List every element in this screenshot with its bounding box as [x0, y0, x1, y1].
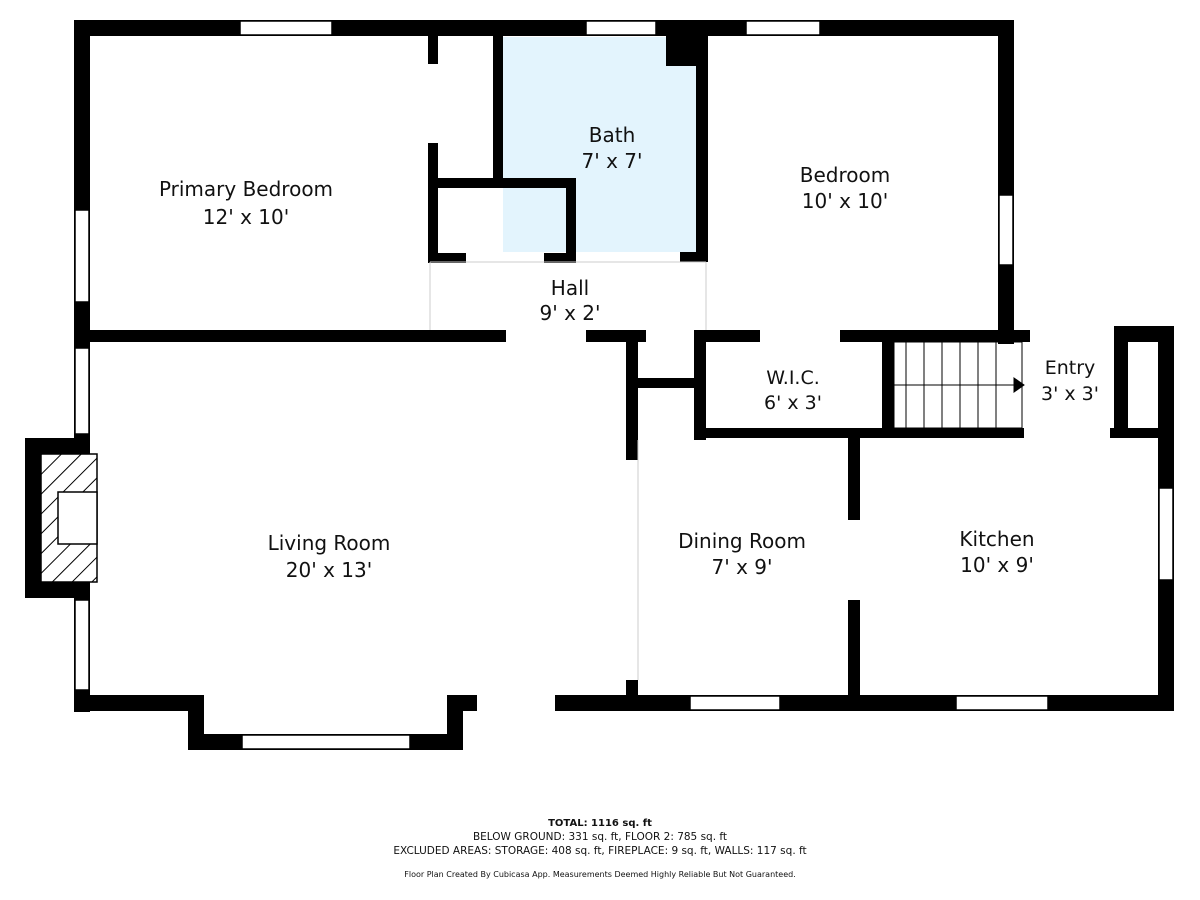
- stairs: [893, 341, 1025, 429]
- bath-dims: 7' x 7': [582, 149, 643, 173]
- entry-dims: 3' x 3': [1041, 383, 1099, 405]
- living-room-dims: 20' x 13': [286, 558, 372, 582]
- entry-label: Entry: [1045, 357, 1096, 379]
- fireplace-hearth: [57, 491, 98, 545]
- openings: [429, 261, 707, 680]
- hall-label: Hall: [551, 276, 589, 300]
- wic-dims: 6' x 3': [764, 392, 822, 414]
- bath-fill: [503, 37, 696, 252]
- primary-bedroom-label: Primary Bedroom: [159, 177, 333, 201]
- bedroom-label: Bedroom: [800, 163, 890, 187]
- kitchen-dims: 10' x 9': [960, 553, 1034, 577]
- primary-bedroom-dims: 12' x 10': [203, 205, 289, 229]
- dining-room-label: Dining Room: [678, 529, 806, 553]
- windows: [74, 20, 1174, 750]
- hall-dims: 9' x 2': [540, 301, 601, 325]
- bedroom-dims: 10' x 10': [802, 189, 888, 213]
- excluded-areas: EXCLUDED AREAS: STORAGE: 408 sq. ft, FIR…: [393, 845, 807, 857]
- living-room-label: Living Room: [268, 531, 391, 555]
- total-area: TOTAL: 1116 sq. ft: [548, 818, 652, 829]
- dining-room-dims: 7' x 9': [712, 555, 773, 579]
- bath-label: Bath: [589, 123, 636, 147]
- area-summary: TOTAL: 1116 sq. ft BELOW GROUND: 331 sq.…: [0, 817, 1200, 879]
- disclaimer: Floor Plan Created By Cubicasa App. Meas…: [404, 870, 796, 879]
- wic-label: W.I.C.: [766, 367, 820, 389]
- kitchen-label: Kitchen: [959, 527, 1034, 551]
- area-breakdown: BELOW GROUND: 331 sq. ft, FLOOR 2: 785 s…: [472, 831, 728, 843]
